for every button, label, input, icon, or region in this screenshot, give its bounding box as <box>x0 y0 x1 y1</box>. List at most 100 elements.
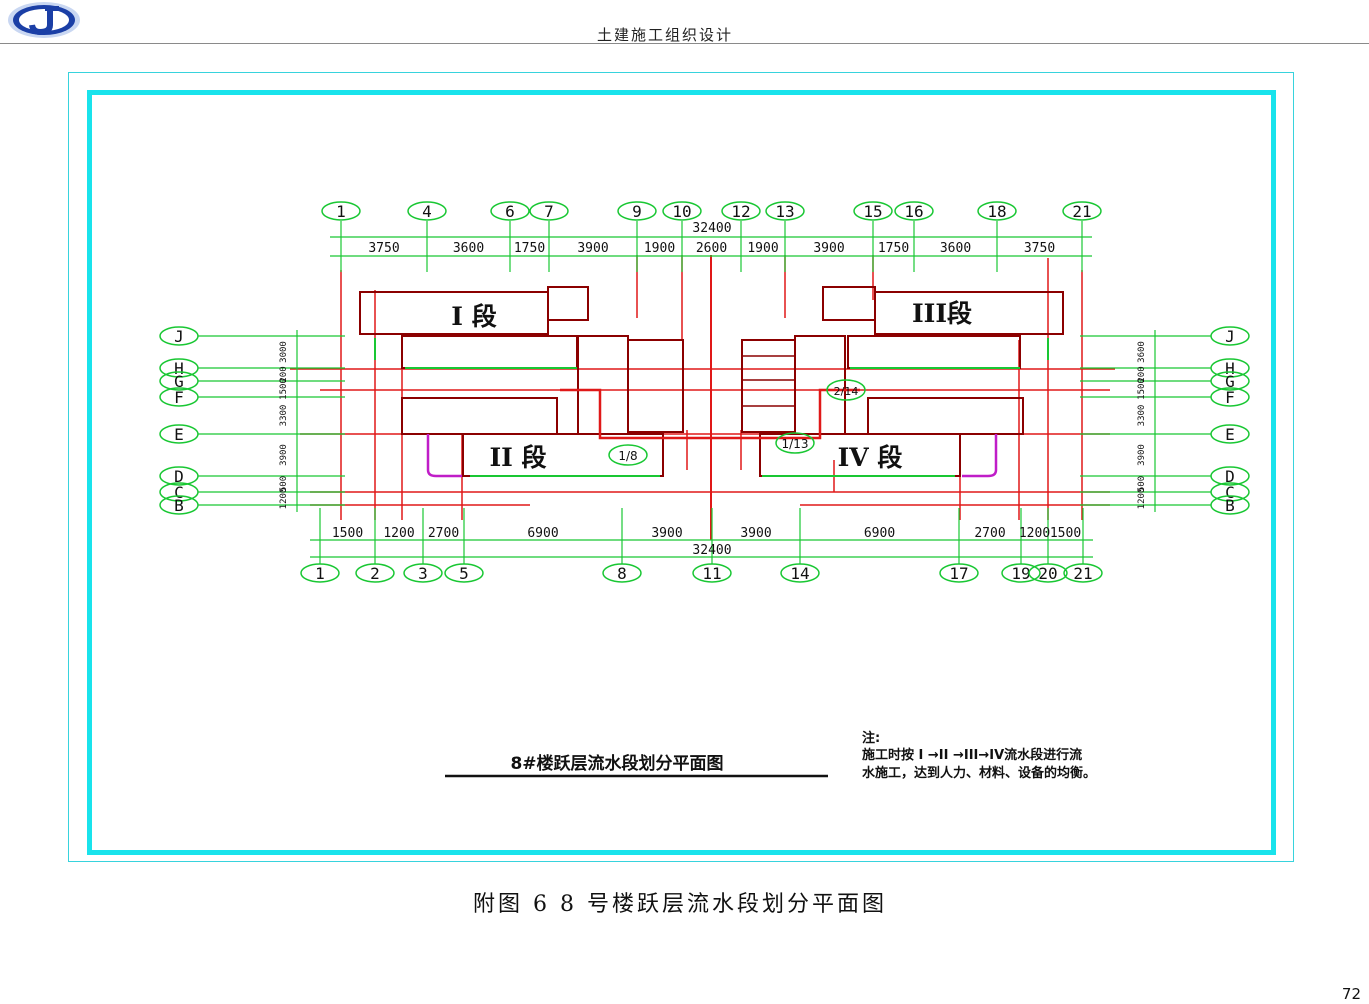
axis-bubble-21: 21 <box>1062 201 1102 221</box>
axis-label: 3 <box>418 564 428 583</box>
axis-bubble-7: 7 <box>529 201 569 221</box>
axis-label: 1 <box>315 564 325 583</box>
dimension-value: 1900 <box>747 241 778 256</box>
segment-label-1: I 段 <box>451 302 496 331</box>
axis-label: 10 <box>672 202 691 221</box>
axis-bubble-bottom-14: 14 <box>780 563 820 583</box>
segment-label-3: III段 <box>912 299 972 328</box>
axis-bubble-bottom-3: 3 <box>403 563 443 583</box>
axis-label: 15 <box>863 202 882 221</box>
dimension-value: 3900 <box>577 241 608 256</box>
axis-label: F <box>1225 388 1235 407</box>
axis-label: E <box>1225 425 1235 444</box>
dimension-value: 6900 <box>527 526 558 541</box>
side-dimension-value: 500 <box>1137 476 1147 492</box>
side-dimension-value: 3900 <box>279 444 289 466</box>
axis-label: D <box>174 467 184 486</box>
dimension-value: 3600 <box>453 241 484 256</box>
axis-bubble-10: 10 <box>662 201 702 221</box>
row-axis-right-J: J <box>1210 326 1250 346</box>
row-axis-right-E: E <box>1210 424 1250 444</box>
row-axis-right-B: B <box>1210 495 1250 515</box>
top-total-dimension: 32400 <box>692 221 731 236</box>
axis-label: C <box>174 483 184 502</box>
row-axis-left-F: F <box>159 387 199 407</box>
dimension-value: 1750 <box>878 241 909 256</box>
dimension-value: 1500 <box>332 526 363 541</box>
row-axis-left-J: J <box>159 326 199 346</box>
dimension-value: 3750 <box>1024 241 1055 256</box>
axis-bubble-9: 9 <box>617 201 657 221</box>
axis-bubble-15: 15 <box>853 201 893 221</box>
axis-label: C <box>1225 483 1235 502</box>
side-dimension-value: 1500 <box>279 378 289 400</box>
axis-bubble-bottom-1: 1 <box>300 563 340 583</box>
axis-label: B <box>174 496 184 515</box>
dimension-value: 3750 <box>368 241 399 256</box>
dimension-value: 3900 <box>813 241 844 256</box>
axis-label: 14 <box>790 564 809 583</box>
dimension-value: 3900 <box>740 526 771 541</box>
note-line-1: 施工时按 I →II →III→IV流水段进行流 <box>862 747 1082 763</box>
axis-label: G <box>1225 372 1235 391</box>
axis-bubble-bottom-2: 2 <box>355 563 395 583</box>
dimension-value: 2600 <box>696 241 727 256</box>
drawing-inner-frame <box>87 90 1276 855</box>
axis-bubble-bottom-5: 5 <box>444 563 484 583</box>
side-dimension-value: 200 <box>279 366 289 382</box>
side-dimension-value: 1200 <box>1137 488 1147 510</box>
green-wall-highlights <box>374 338 1049 477</box>
segment-label-4: IV 段 <box>838 443 903 472</box>
axis-label: 6 <box>505 202 515 221</box>
axis-bubble-bottom-11: 11 <box>692 563 732 583</box>
axis-bubble-13: 13 <box>765 201 805 221</box>
axis-label: 17 <box>949 564 968 583</box>
plan-title: 8#楼跃层流水段划分平面图 <box>510 753 723 774</box>
row-axis-left-B: B <box>159 495 199 515</box>
dimension-value: 2700 <box>428 526 459 541</box>
stair-lines <box>742 355 795 407</box>
axis-bubble-bottom-17: 17 <box>939 563 979 583</box>
half-axis-bubble-2-14: 2/14 <box>826 379 866 401</box>
half-axis-label: 2/14 <box>834 385 859 398</box>
header-divider <box>0 43 1369 44</box>
dimension-value: 3900 <box>651 526 682 541</box>
dimension-value: 1200 <box>1019 526 1050 541</box>
side-dimension-columns: 3000200150033003900500120036002001500330… <box>279 330 1156 512</box>
dimension-value: 1500 <box>1050 526 1081 541</box>
figure-caption: 附图 6 8 号楼跃层流水段划分平面图 <box>473 892 887 917</box>
axis-label: 12 <box>731 202 750 221</box>
header-title: 土建施工组织设计 <box>596 26 733 44</box>
dimension-value: 3600 <box>940 241 971 256</box>
axis-label: 2 <box>370 564 380 583</box>
axis-bubble-6: 6 <box>490 201 530 221</box>
axis-bubble-16: 16 <box>894 201 934 221</box>
axis-bubble-bottom-8: 8 <box>602 563 642 583</box>
balcony-left <box>426 434 462 478</box>
side-dimension-value: 3600 <box>1137 341 1147 363</box>
side-dimension-value: 1200 <box>279 488 289 510</box>
axis-label: D <box>1225 467 1235 486</box>
axis-label: 13 <box>775 202 794 221</box>
note-line-2: 水施工，达到人力、材料、设备的均衡。 <box>862 765 1096 781</box>
axis-label: 21 <box>1072 202 1091 221</box>
axis-label: G <box>174 372 184 391</box>
side-dimension-value: 200 <box>1137 366 1147 382</box>
axis-label: 7 <box>544 202 554 221</box>
dimension-value: 2700 <box>974 526 1005 541</box>
axis-label: 21 <box>1073 564 1092 583</box>
axis-bubble-bottom-21: 21 <box>1063 563 1103 583</box>
half-axis-bubble-1-8: 1/8 <box>608 444 648 466</box>
side-dimension-value: 3000 <box>279 341 289 363</box>
axis-label: B <box>1225 496 1235 515</box>
dimension-value: 1750 <box>514 241 545 256</box>
axis-label: J <box>174 327 184 346</box>
side-dimension-value: 500 <box>279 476 289 492</box>
segment-label-2: II 段 <box>489 443 546 472</box>
bottom-total-dimension: 32400 <box>692 543 731 558</box>
